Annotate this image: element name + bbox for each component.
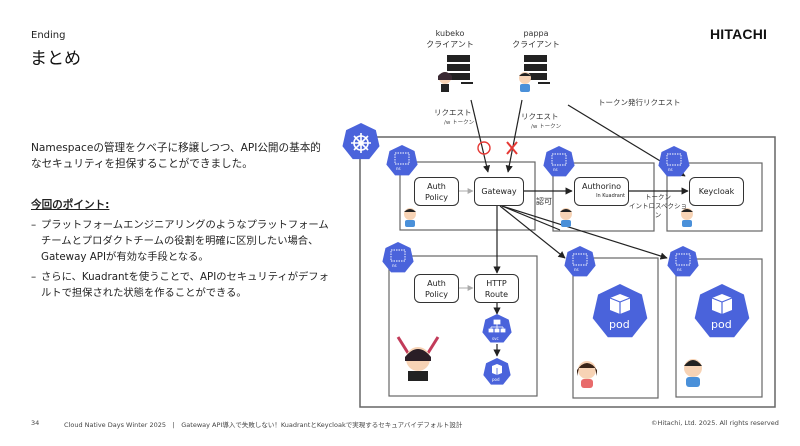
ns-icon [564,246,596,277]
page-number: 34 [31,419,40,427]
ok-circle-icon [477,141,491,155]
pod-small-icon [483,358,511,385]
point-item: プラットフォームエンジニアリングのようなプラットフォームチームとプロダクトチーム… [31,217,331,265]
ns-box-keycloak [666,162,763,232]
keycloak-node: Keycloak [689,177,744,206]
boy-character-icon [404,208,416,227]
pod-label: pod [609,318,630,331]
ns-icon [667,246,699,277]
ns-label: ns [392,263,397,268]
copyright: ©Hitachi, Ltd. 2025. All rights reserved [651,419,779,427]
request-label-kubeko: リクエスト /w トークン [434,108,474,128]
footer-title: Cloud Native Days Winter 2025 | Gateway … [64,421,463,429]
token-request-label: トークン発行リクエスト [598,98,681,107]
client-kubeko-label: kubeko クライアント [420,28,480,50]
ns-icon [658,146,690,177]
ns-icon [543,146,575,177]
ns-icon [382,242,414,273]
pod-label: pod [711,318,732,331]
ns-box-gateway [399,161,536,231]
intro-text: Namespaceの管理をクベ子に移譲しつつ、API公開の基本的なセキュリティを… [31,142,321,170]
edge-gateway-app2 [501,205,668,260]
points-list: プラットフォームエンジニアリングのようなプラットフォームチームとプロダクトチーム… [31,217,331,305]
request-text: リクエスト [521,112,559,121]
svc-icon [482,314,512,343]
request-text: リクエスト [434,108,472,117]
ns-icon [386,145,418,176]
authorino-node: Authorino In Kuadrant [574,177,629,206]
client-role: クライアント [512,40,560,49]
pod-small-label: pod [492,377,500,382]
pappa-character-icon [519,72,531,92]
auth-policy-node: Auth Policy [414,177,459,206]
pod-icon [694,284,750,338]
ns-label: ns [668,167,673,172]
request-line-pappa [505,99,523,173]
helm-wheel-icon [351,133,371,153]
auth-policy-node: Auth Policy [414,274,459,303]
ns-box-app-2 [675,258,763,398]
introspection-label: トークン イントロスペクション [626,193,690,220]
kubeko-character-icon [396,336,440,381]
girl-character-icon [577,361,597,388]
svc-label: svc [492,336,499,341]
client-name: kubeko [435,29,465,38]
ns-label: ns [677,267,682,272]
ns-box-app-1 [572,257,659,399]
introspection-line-1: トークン [645,193,671,201]
ns-box-kubeko [388,255,538,397]
kubeko-character-icon [438,72,452,92]
request-sub: /w トークン [531,124,562,130]
section-label: Ending [31,30,66,41]
client-pappa-label: pappa クライアント [506,28,566,50]
ns-label: ns [553,167,558,172]
ns-box-authorino [552,162,655,232]
introspection-line-2: イントロスペクション [628,202,688,219]
ns-label: ns [574,267,579,272]
hitachi-logo: HITACHI [710,26,768,42]
request-label-pappa: リクエスト /w トークン [521,112,561,132]
request-line-kubeko [470,99,491,173]
server-icon [524,55,550,84]
boy-character-icon [681,208,693,227]
boy-character-icon [560,208,572,227]
http-route-node: HTTP Route [474,274,519,303]
authorino-sub: In Kuadrant [596,193,625,199]
client-name: pappa [523,29,549,38]
client-role: クライアント [426,40,474,49]
authz-label: 認可 [536,197,552,206]
ng-cross-icon [506,141,518,155]
ns-label: ns [396,166,401,171]
point-item: さらに、Kuadrantを使うことで、APIのセキュリティがデフォルトで担保され… [31,269,331,301]
points-heading: 今回のポイント: [31,199,110,211]
authorino-label: Authorino [581,182,622,191]
page-title: まとめ [30,49,81,69]
server-icon [447,55,473,84]
pod-icon [592,284,648,338]
request-sub: /w トークン [444,120,475,126]
gateway-node: Gateway [474,177,524,206]
boy-character-icon [684,359,702,387]
edge-gateway-authorino-ns [501,205,561,231]
cluster-box [359,136,776,408]
edge-gateway-app1 [499,205,566,259]
